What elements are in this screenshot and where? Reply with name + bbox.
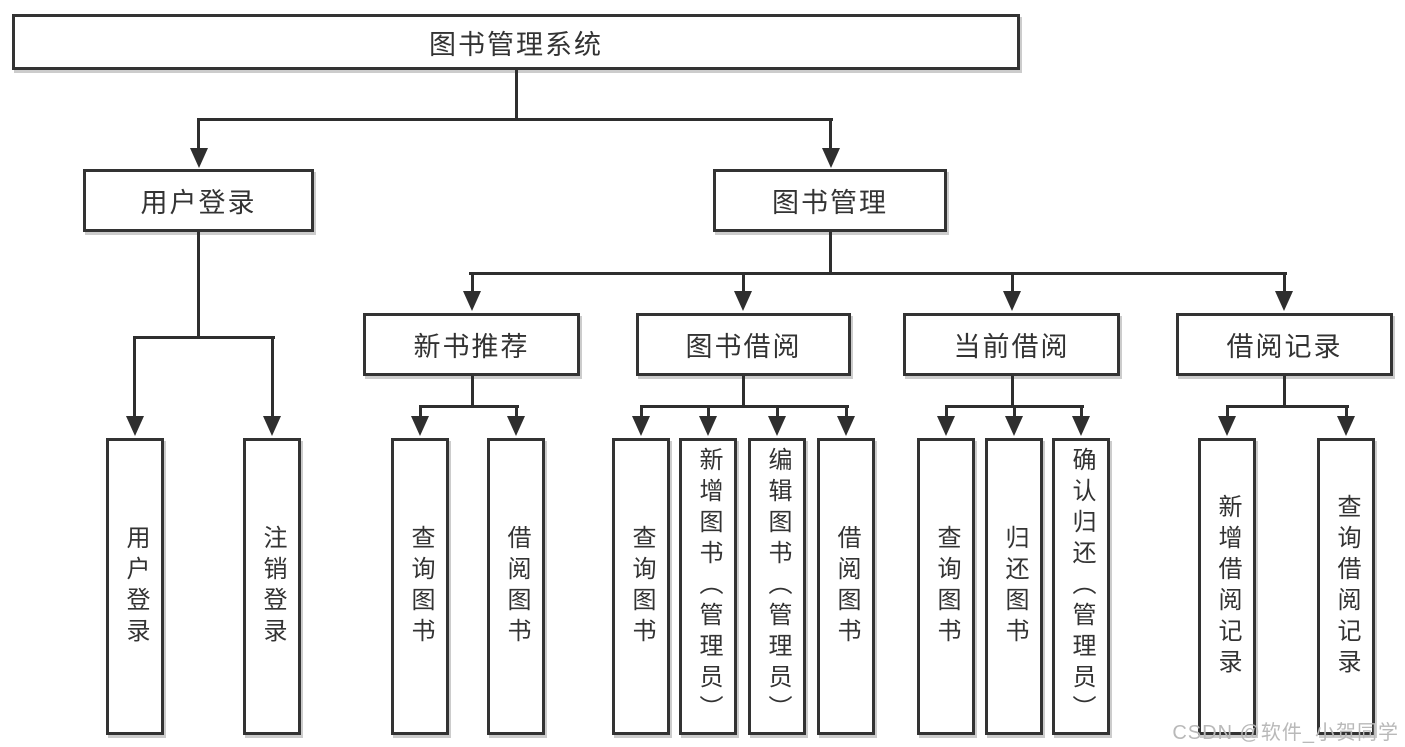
connector-line (197, 120, 200, 150)
connector-line (419, 405, 519, 408)
arrowhead-down-icon (768, 416, 786, 436)
arrowhead-down-icon (263, 416, 281, 436)
connector-line (133, 336, 275, 339)
leaf-cb-query-books: 查询图书 (917, 438, 975, 735)
leaf-user-login: 用户登录 (106, 438, 164, 735)
connector-line (1011, 274, 1014, 293)
connector-line (1283, 376, 1286, 408)
leaf-bb-add-book-admin-label: 新增图书（管理员） (695, 447, 722, 726)
leaf-bb-edit-book-admin-label: 编辑图书（管理员） (764, 447, 791, 726)
arrowhead-down-icon (1337, 416, 1355, 436)
arrowhead-down-icon (126, 416, 144, 436)
leaf-logout: 注销登录 (243, 438, 301, 735)
connector-line (707, 408, 710, 419)
connector-line (829, 120, 832, 150)
arrowhead-down-icon (699, 416, 717, 436)
connector-line (845, 408, 848, 419)
csdn-watermark: CSDN @软件_小贺同学 (1172, 722, 1399, 744)
node-book-borrow: 图书借阅 (636, 313, 851, 376)
leaf-cb-query-books-label: 查询图书 (933, 524, 960, 649)
arrowhead-down-icon (507, 416, 525, 436)
connector-line (271, 338, 274, 418)
node-user-login: 用户登录 (83, 169, 314, 232)
arrowhead-down-icon (1275, 291, 1293, 311)
node-book-management-label: 图书管理 (772, 188, 888, 218)
leaf-bb-query-books-label: 查询图书 (628, 524, 655, 649)
connector-line (776, 408, 779, 419)
arrowhead-down-icon (632, 416, 650, 436)
node-user-login-label: 用户登录 (140, 188, 257, 218)
connector-line (419, 408, 422, 419)
leaf-user-login-label: 用户登录 (122, 524, 149, 649)
node-book-management: 图书管理 (713, 169, 947, 232)
connector-line (742, 376, 745, 408)
node-new-book-recommend: 新书推荐 (363, 313, 580, 376)
connector-line (471, 274, 474, 293)
arrowhead-down-icon (837, 416, 855, 436)
leaf-bb-query-books: 查询图书 (612, 438, 670, 735)
node-book-borrow-label: 图书借阅 (685, 332, 802, 362)
leaf-bb-borrow-books: 借阅图书 (817, 438, 875, 735)
connector-line (945, 405, 1084, 408)
arrowhead-down-icon (1072, 416, 1090, 436)
leaf-nbr-query-books: 查询图书 (391, 438, 449, 735)
leaf-br-add-borrow-record-label: 新增借阅记录 (1214, 493, 1241, 680)
arrowhead-down-icon (1003, 291, 1021, 311)
leaf-bb-edit-book-admin: 编辑图书（管理员） (748, 438, 806, 735)
arrowhead-down-icon (734, 291, 752, 311)
node-root-label: 图书管理系统 (429, 29, 603, 60)
connector-line (640, 408, 643, 419)
leaf-nbr-query-books-label: 查询图书 (407, 524, 434, 649)
connector-line (1013, 408, 1016, 419)
leaf-bb-borrow-books-label: 借阅图书 (833, 524, 860, 649)
connector-line (1226, 405, 1349, 408)
connector-line (469, 272, 1287, 275)
leaf-br-add-borrow-record: 新增借阅记录 (1198, 438, 1256, 735)
arrowhead-down-icon (822, 148, 840, 168)
leaf-br-query-borrow-record: 查询借阅记录 (1317, 438, 1375, 735)
node-root: 图书管理系统 (12, 14, 1020, 70)
connector-line (471, 376, 474, 408)
leaf-br-query-borrow-record-label: 查询借阅记录 (1333, 493, 1360, 680)
connector-line (1011, 376, 1014, 408)
connector-line (945, 408, 948, 419)
connector-line (515, 70, 518, 120)
node-current-borrow: 当前借阅 (903, 313, 1120, 376)
connector-line (829, 232, 832, 274)
connector-line (197, 118, 833, 121)
arrowhead-down-icon (411, 416, 429, 436)
leaf-cb-return-books-label: 归还图书 (1001, 524, 1028, 649)
leaf-logout-label: 注销登录 (259, 524, 286, 649)
connector-line (1080, 408, 1083, 419)
connector-line (1345, 408, 1348, 419)
leaf-cb-return-books: 归还图书 (985, 438, 1043, 735)
arrowhead-down-icon (463, 291, 481, 311)
connector-line (640, 405, 849, 408)
leaf-cb-confirm-return-admin-label: 确认归还（管理员） (1068, 447, 1095, 726)
arrowhead-down-icon (937, 416, 955, 436)
connector-line (1226, 408, 1229, 419)
node-new-book-recommend-label: 新书推荐 (413, 332, 530, 362)
connector-line (133, 338, 136, 418)
leaf-nbr-borrow-books-label: 借阅图书 (503, 524, 530, 649)
node-current-borrow-label: 当前借阅 (953, 332, 1070, 362)
node-borrow-records-label: 借阅记录 (1226, 332, 1343, 362)
leaf-bb-add-book-admin: 新增图书（管理员） (679, 438, 737, 735)
node-borrow-records: 借阅记录 (1176, 313, 1393, 376)
arrowhead-down-icon (1005, 416, 1023, 436)
leaf-cb-confirm-return-admin: 确认归还（管理员） (1052, 438, 1110, 735)
arrowhead-down-icon (1218, 416, 1236, 436)
arrowhead-down-icon (190, 148, 208, 168)
leaf-nbr-borrow-books: 借阅图书 (487, 438, 545, 735)
connector-line (1283, 274, 1286, 293)
connector-line (515, 408, 518, 419)
connector-line (742, 274, 745, 293)
connector-line (197, 232, 200, 338)
